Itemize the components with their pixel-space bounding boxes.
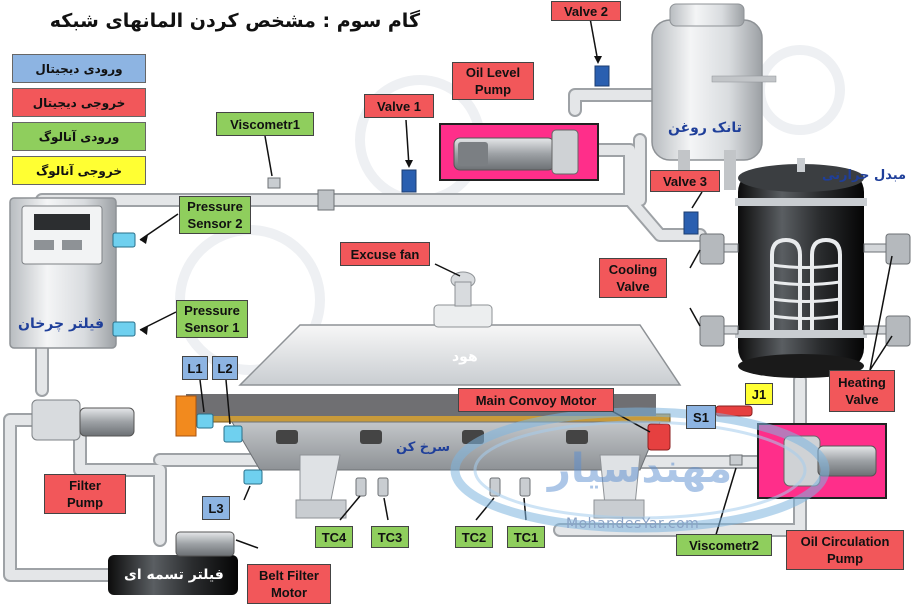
tag-valve-2: Valve 2 xyxy=(551,1,621,21)
tag-cooling-valve: Cooling Valve xyxy=(599,258,667,298)
tag-valve-1: Valve 1 xyxy=(364,94,434,118)
legend-analog-output: خروجی آنالوگ xyxy=(12,156,146,185)
label-fryer: سرخ کن xyxy=(396,440,451,455)
pressure-sensor-1-block xyxy=(112,321,136,337)
watermark-logo xyxy=(450,407,830,533)
legend-digital-output: خروجی دیجیتال xyxy=(12,88,146,117)
tag-viscometr-1: Viscometr1 xyxy=(216,112,314,136)
tag-pressure-sensor-1: Pressure Sensor 1 xyxy=(176,300,248,338)
label-belt-filter: فیلتر تسمه ای xyxy=(124,567,224,583)
pipe-valves xyxy=(267,65,743,466)
tag-j1: J1 xyxy=(745,383,773,405)
legend-digital-input: ورودی دیجیتال xyxy=(12,54,146,83)
tag-pressure-sensor-2: Pressure Sensor 2 xyxy=(179,196,251,234)
label-heat-exchanger: مبدل حرارتی xyxy=(822,168,907,183)
tag-main-convoy-motor: Main Convoy Motor xyxy=(458,388,614,412)
tag-tc1: TC1 xyxy=(507,526,545,548)
heat-exchanger-coil xyxy=(770,237,842,330)
filter-pump xyxy=(31,399,135,441)
heating-valves xyxy=(863,233,911,347)
label-rotary-filter: فیلتر چرخان xyxy=(18,316,104,332)
belt-filter xyxy=(108,531,238,595)
tag-l2: L2 xyxy=(212,356,238,380)
tag-filter-pump: Filter Pump xyxy=(44,474,126,514)
page-title: گام سوم : مشخص کردن المانهای شبکه xyxy=(49,10,420,32)
arrowheads xyxy=(140,56,602,335)
legend-analog-input: ورودی آنالوگ xyxy=(12,122,146,151)
label-oil-tank: تانک روغن xyxy=(668,120,742,136)
tag-viscometr-2: Viscometr2 xyxy=(676,534,772,556)
tag-oil-level-pump: Oil Level Pump xyxy=(452,62,534,100)
tag-excuse-fan: Excuse fan xyxy=(340,242,430,266)
pressure-sensor-2-block xyxy=(112,232,136,248)
tag-belt-filter-motor: Belt Filter Motor xyxy=(247,564,331,604)
tag-heating-valve: Heating Valve xyxy=(829,370,895,412)
rotary-filter xyxy=(9,197,117,349)
main-convoy-motor xyxy=(647,405,753,451)
oil-level-pump xyxy=(453,129,579,175)
tag-tc3: TC3 xyxy=(371,526,409,548)
tag-l3: L3 xyxy=(202,496,230,520)
oil-tank xyxy=(651,3,777,190)
tag-valve-3: Valve 3 xyxy=(650,170,720,192)
watermark-logo-text: مهندسیار xyxy=(546,446,732,492)
tag-tc4: TC4 xyxy=(315,526,353,548)
cooling-valves xyxy=(699,233,739,347)
callout-arrows xyxy=(139,17,893,549)
tag-l1: L1 xyxy=(182,356,208,380)
tag-s1: S1 xyxy=(686,405,716,429)
level-sensors xyxy=(196,413,263,485)
tag-oil-circulation-pump: Oil Circulation Pump xyxy=(786,530,904,570)
thermocouples xyxy=(355,477,531,497)
tag-tc2: TC2 xyxy=(455,526,493,548)
label-hood: هود xyxy=(452,349,478,365)
watermark-url: MohandesYar.com xyxy=(566,516,700,532)
hood xyxy=(238,271,682,386)
heat-exchanger xyxy=(735,158,867,378)
